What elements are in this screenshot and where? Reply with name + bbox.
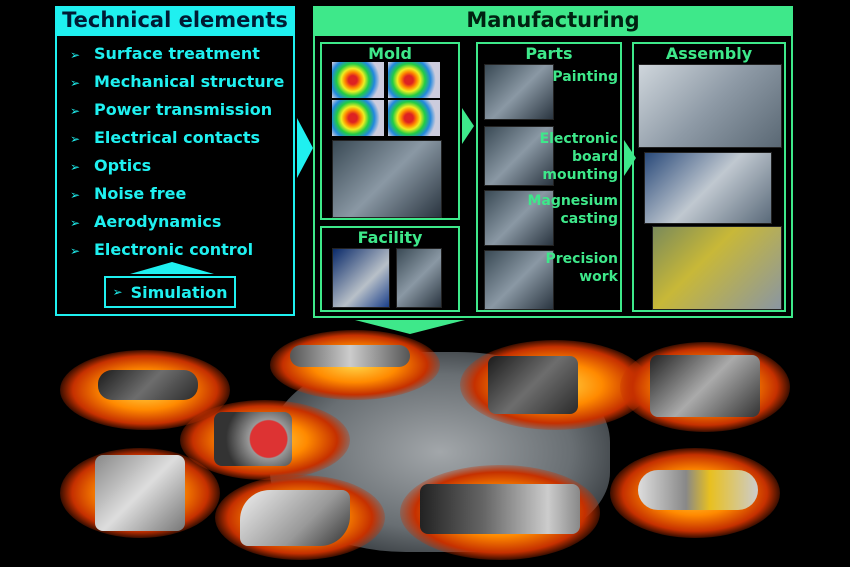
painting-photo <box>484 64 554 120</box>
parts-panel <box>476 42 622 312</box>
handle-housing-image <box>650 355 760 417</box>
list-item: ➢Aerodynamics <box>70 208 295 236</box>
mold-panel <box>320 42 460 220</box>
technical-elements-title: Technical elements <box>55 6 295 34</box>
cable-part-image <box>290 345 410 367</box>
arrow-bullet-icon: ➢ <box>112 285 123 299</box>
painting-label: Painting <box>552 69 618 85</box>
parts-label: Parts <box>525 44 573 63</box>
manufacturing-panel <box>313 34 793 318</box>
list-item: ➢Electronic control <box>70 236 295 264</box>
key-fob-image <box>98 370 198 400</box>
right-arrow-icon <box>297 118 313 178</box>
down-arrow-icon <box>355 320 465 334</box>
facility-photo <box>332 248 390 308</box>
arrow-bullet-icon: ➢ <box>70 188 81 202</box>
mold-simulation-image <box>332 100 384 136</box>
facility-panel <box>320 226 460 312</box>
arrow-bullet-icon: ➢ <box>70 48 81 62</box>
list-item: ➢Surface treatment <box>70 40 295 68</box>
list-item: ➢Electrical contacts <box>70 124 295 152</box>
mirror-image <box>240 490 350 546</box>
list-item: ➢Noise free <box>70 180 295 208</box>
magnesium-casting-label: Magnesium casting <box>527 193 618 227</box>
assembly-photo <box>644 152 772 224</box>
mold-simulation-image <box>388 100 440 136</box>
mold-simulation-image <box>388 62 440 98</box>
arrow-bullet-icon: ➢ <box>70 104 81 118</box>
lamp-module-image <box>420 484 580 534</box>
right-arrow-icon <box>462 108 474 144</box>
facility-label: Facility <box>357 228 423 247</box>
list-item: ➢Mechanical structure <box>70 68 295 96</box>
arrow-bullet-icon: ➢ <box>70 216 81 230</box>
arrow-bullet-icon: ➢ <box>70 244 81 258</box>
magnesium-casting-photo <box>484 190 554 246</box>
mold-label: Mold <box>368 44 412 63</box>
up-arrow-icon <box>130 262 214 274</box>
start-button-image <box>214 412 292 466</box>
assembly-label: Assembly <box>665 44 753 63</box>
arrow-bullet-icon: ➢ <box>70 160 81 174</box>
simulation-box: ➢ Simulation <box>104 276 236 308</box>
technical-elements-panel <box>55 34 295 316</box>
assembly-photo <box>652 226 782 310</box>
list-item: ➢Power transmission <box>70 96 295 124</box>
precision-work-label: Precision work <box>545 251 618 285</box>
electronic-board-label: Electronic board mounting <box>539 131 618 183</box>
assembly-photo <box>638 64 782 148</box>
bracket-part-image <box>95 455 185 531</box>
list-item: ➢Optics <box>70 152 295 180</box>
electronic-board-photo <box>484 126 554 186</box>
mold-simulation-image <box>332 62 384 98</box>
arrow-bullet-icon: ➢ <box>70 132 81 146</box>
mold-photo <box>332 140 442 218</box>
technical-elements-list: ➢Surface treatment ➢Mechanical structure… <box>70 40 295 264</box>
facility-photo <box>396 248 442 308</box>
arrow-bullet-icon: ➢ <box>70 76 81 90</box>
door-latch-image <box>488 356 578 414</box>
assembly-panel <box>632 42 786 312</box>
precision-work-photo <box>484 250 554 310</box>
door-handle-image <box>638 470 758 510</box>
manufacturing-title: Manufacturing <box>313 6 793 34</box>
